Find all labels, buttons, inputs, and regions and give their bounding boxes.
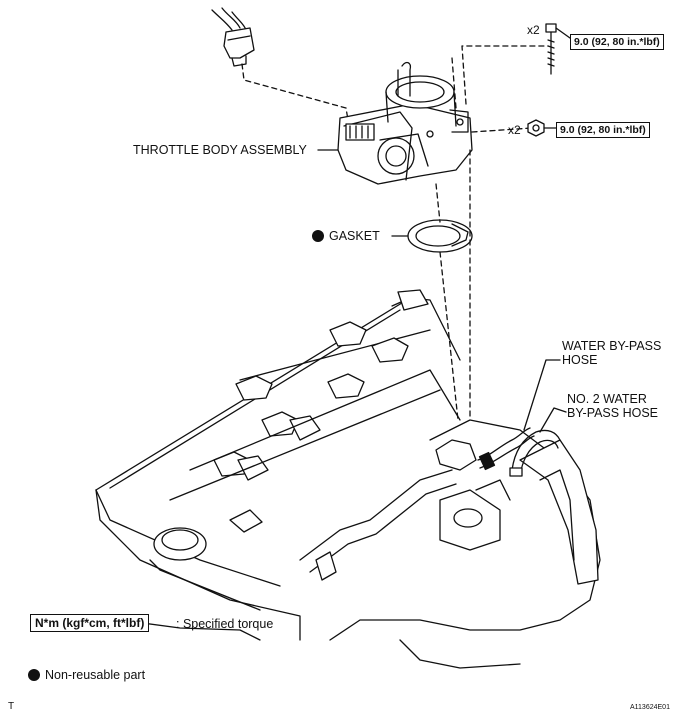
- nut-torque-spec: 9.0 (92, 80 in.*lbf): [556, 122, 650, 138]
- bolt-torque-spec: 9.0 (92, 80 in.*lbf): [570, 34, 664, 50]
- connector: [211, 7, 255, 67]
- bolt: [545, 23, 557, 75]
- nut-quantity: x2: [508, 123, 521, 137]
- non-reusable-dot-icon: [312, 230, 324, 242]
- non-reusable-dot-icon: [28, 669, 40, 681]
- intake-manifold: [329, 419, 601, 669]
- legend-torque-box: N*m (kgf*cm, ft*lbf): [30, 614, 150, 632]
- throttle-body: [337, 61, 473, 185]
- no2-water-label-line2: BY-PASS HOSE: [567, 406, 659, 420]
- gasket-part: [407, 219, 473, 253]
- legend-nonreusable-text: Non-reusable part: [45, 668, 146, 682]
- no2-water-label-line1: NO. 2 WATER: [567, 392, 647, 406]
- throttle-body-label: THROTTLE BODY ASSEMBLY: [133, 143, 307, 157]
- no2-water-bypass-hose: [509, 429, 561, 477]
- gasket-label: GASKET: [312, 229, 380, 243]
- water-bypass-label-line2: HOSE: [562, 353, 598, 367]
- bolt-quantity: x2: [527, 23, 540, 37]
- figure-id: A113624E01: [630, 704, 670, 711]
- footer-mark: T: [8, 701, 15, 712]
- legend-torque-text: : Specified torque: [176, 617, 274, 631]
- legend-nonreusable: Non-reusable part: [28, 668, 145, 682]
- gasket-label-text: GASKET: [329, 229, 380, 243]
- engine-cover: [95, 289, 461, 641]
- nut: [527, 119, 545, 137]
- water-bypass-label-line1: WATER BY-PASS: [562, 339, 662, 353]
- water-bypass-hose: [477, 427, 535, 471]
